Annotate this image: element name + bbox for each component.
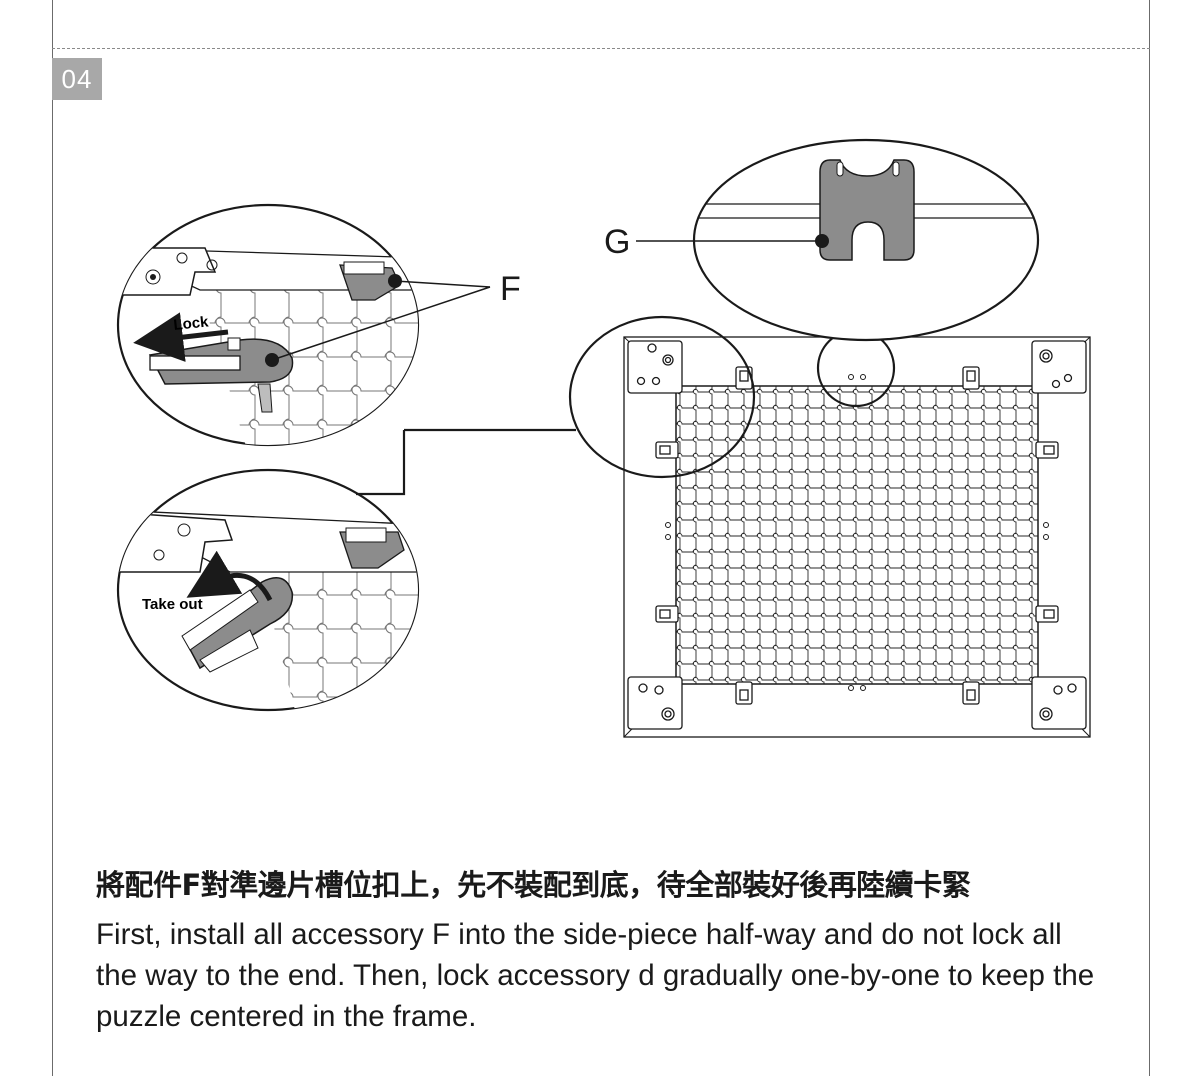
detail-circle-lock: Lock — [116, 203, 420, 447]
section-divider — [52, 48, 1150, 49]
instruction-title-chinese: 將配件F對準邊片槽位扣上，先不裝配到底，待全部裝好後再陸續卡緊 — [96, 868, 971, 902]
detail-circle-take-out: Take out — [116, 468, 420, 712]
detail-oval-g — [692, 138, 1040, 342]
instruction-description-english: First, install all accessory F into the … — [96, 918, 1095, 1033]
page-left-border — [52, 0, 53, 1076]
label-f: F — [500, 270, 521, 308]
page-right-border — [1149, 0, 1150, 1076]
zoom-indicator-f — [568, 315, 756, 479]
accessory-f-clips — [655, 366, 1059, 705]
label-g: G — [604, 223, 630, 261]
puzzle-frame — [623, 336, 1091, 738]
step-number-badge: 04 — [52, 58, 102, 100]
leader-line-f-front — [271, 286, 491, 361]
frame-corner-pieces — [627, 340, 1087, 730]
leader-line-f-back — [394, 280, 491, 288]
accessory-g-part — [819, 159, 915, 261]
lock-label: Lock — [173, 313, 210, 334]
take-out-label: Take out — [142, 596, 203, 613]
